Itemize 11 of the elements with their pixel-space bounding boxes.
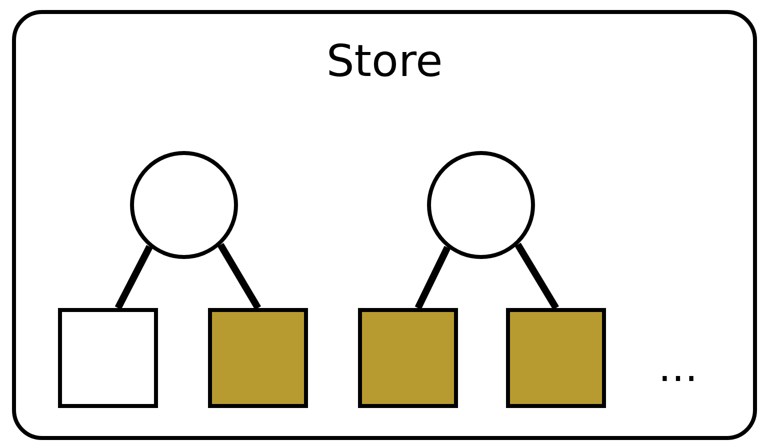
ellipsis-label: … — [658, 348, 698, 388]
square-node — [506, 308, 606, 408]
container-box — [12, 10, 757, 440]
container-title: Store — [325, 36, 444, 88]
square-node — [208, 308, 308, 408]
connector-line — [114, 245, 153, 310]
square-node — [58, 308, 158, 408]
connector-line — [414, 246, 451, 310]
connector-line — [218, 242, 262, 310]
connector-line — [514, 242, 559, 310]
square-node — [358, 308, 458, 408]
